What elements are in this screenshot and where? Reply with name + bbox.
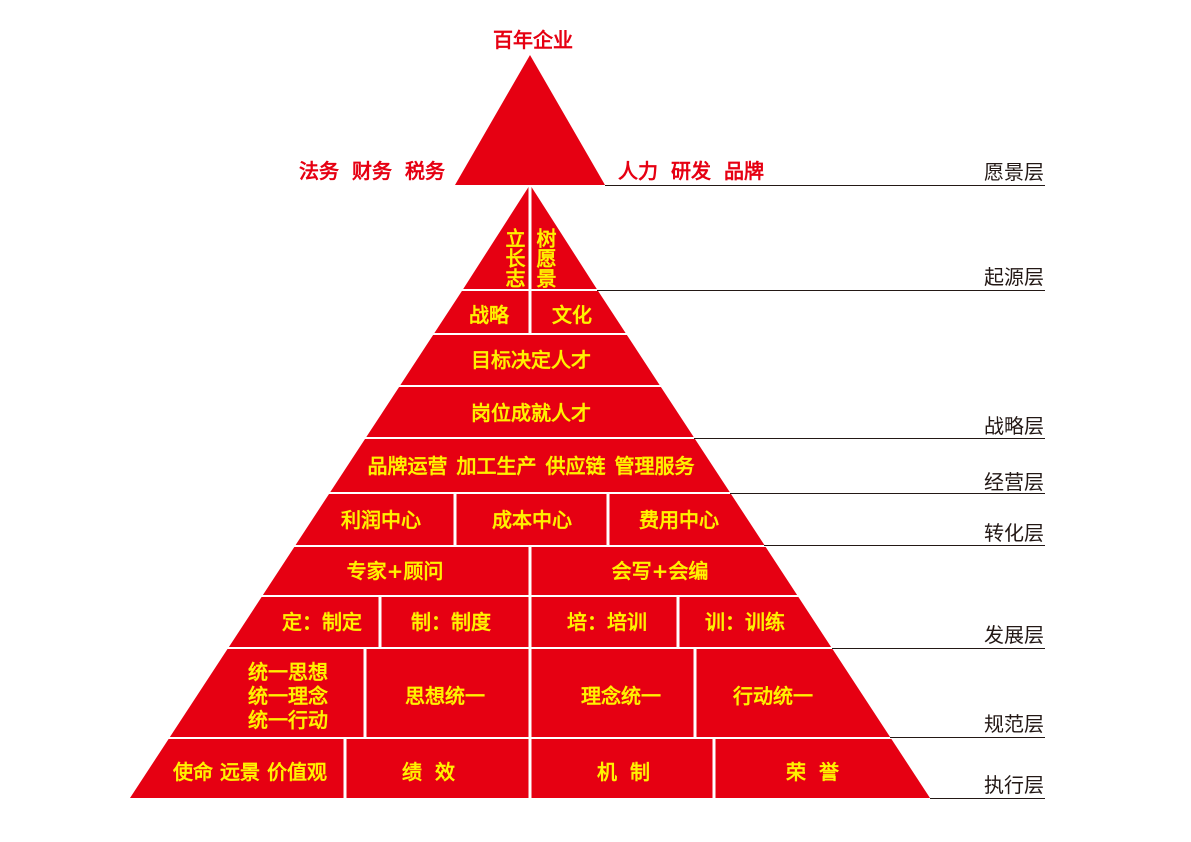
execution-layer-label: 执行层 (984, 773, 1044, 797)
pyramid-cell-r7-c2 (531, 547, 798, 595)
top-right-functions: 人力 研发 品牌 (618, 159, 764, 183)
pyramid-cell-r8-c3 (531, 597, 677, 647)
cell-cultivate: 培：培训 (567, 610, 647, 634)
cell-honor: 荣 誉 (786, 760, 842, 784)
cell-expense-center: 费用中心 (639, 508, 719, 532)
pyramid-cell-r9-c2 (366, 649, 529, 737)
pyramid-cell-r1-c1 (463, 187, 529, 289)
pyramid-cell-r9-c4 (696, 649, 891, 737)
cell-establish-ambition: 立长志 (502, 228, 526, 288)
top-left-functions: 法务 财务 税务 (299, 159, 445, 183)
pyramid-cell-r6-c2 (456, 494, 607, 545)
layer-lines (597, 185, 1045, 799)
pyramid-cell-r2-c2 (531, 291, 626, 333)
pyramid-cell-r8-c1 (228, 597, 379, 647)
pyramid-cell-r4-c1 (366, 387, 694, 437)
cell-system: 制：制度 (411, 610, 491, 634)
cell-train: 训：训练 (705, 610, 785, 634)
origin-layer-label: 起源层 (984, 265, 1044, 289)
vision-layer-label: 愿景层 (984, 160, 1044, 184)
pyramid-cell-r10-c2 (346, 739, 529, 798)
cell-profit-center: 利润中心 (341, 508, 421, 532)
pyramid-cell-r1-c2 (531, 187, 597, 289)
pyramid-cell-r8-c2 (381, 597, 529, 647)
pyramid-cell-r8-c4 (679, 597, 832, 647)
cell-set-vision: 树愿景 (533, 228, 557, 288)
pyramid-body (130, 187, 930, 798)
operation-layer-label: 经营层 (984, 470, 1044, 494)
cell-performance: 绩 效 (402, 760, 458, 784)
cell-unified-thinking: 思想统一 (405, 684, 485, 708)
strategy-layer-label: 战略层 (984, 414, 1044, 438)
pyramid-cell-r9-c1 (169, 649, 364, 737)
pyramid-cell-r10-c4 (715, 739, 930, 798)
pyramid-cell-r10-c3 (531, 739, 713, 798)
cell-experts-consultants: 专家+顾问 (346, 559, 444, 583)
unify-action-line: 统一行动 (248, 708, 328, 732)
cell-mission-vision-values: 使命 远景 价值观 (173, 760, 327, 784)
cell-unify-list: 统一思想 统一理念 统一行动 (248, 660, 328, 732)
cell-strategy: 战略 (469, 303, 509, 327)
pyramid-cell-r10-c1 (130, 739, 344, 798)
cell-cost-center: 成本中心 (492, 508, 572, 532)
cell-goals-decide-talent: 目标决定人才 (471, 348, 591, 372)
cell-unified-action: 行动统一 (733, 684, 813, 708)
cell-formulate: 定：制定 (282, 610, 362, 634)
pyramid-cell-r2-c1 (434, 291, 529, 333)
pyramid-cell-r7-c1 (262, 547, 529, 595)
cell-business-lines: 品牌运营 加工生产 供应链 管理服务 (367, 454, 695, 478)
development-layer-label: 发展层 (984, 623, 1044, 647)
pyramid-cell-r6-c3 (609, 494, 765, 545)
pyramid-cell-r3-c1 (400, 335, 660, 385)
unify-thinking-line: 统一思想 (248, 660, 328, 684)
pyramid-cell-r5-c1 (330, 439, 730, 492)
cell-unified-philosophy: 理念统一 (581, 684, 661, 708)
cell-positions-build-talent: 岗位成就人才 (471, 401, 591, 425)
pyramid-cell-r6-c1 (295, 494, 454, 545)
cell-mechanism: 机 制 (597, 760, 653, 784)
unify-philosophy-line: 统一理念 (248, 684, 328, 708)
top-triangle (455, 55, 605, 185)
standard-layer-label: 规范层 (984, 712, 1044, 736)
pyramid-top-title: 百年企业 (493, 28, 573, 52)
transformation-layer-label: 转化层 (984, 521, 1044, 545)
cell-writing-compiling: 会写+会编 (611, 559, 709, 583)
pyramid-cell-r9-c3 (531, 649, 694, 737)
cell-culture: 文化 (552, 303, 592, 327)
